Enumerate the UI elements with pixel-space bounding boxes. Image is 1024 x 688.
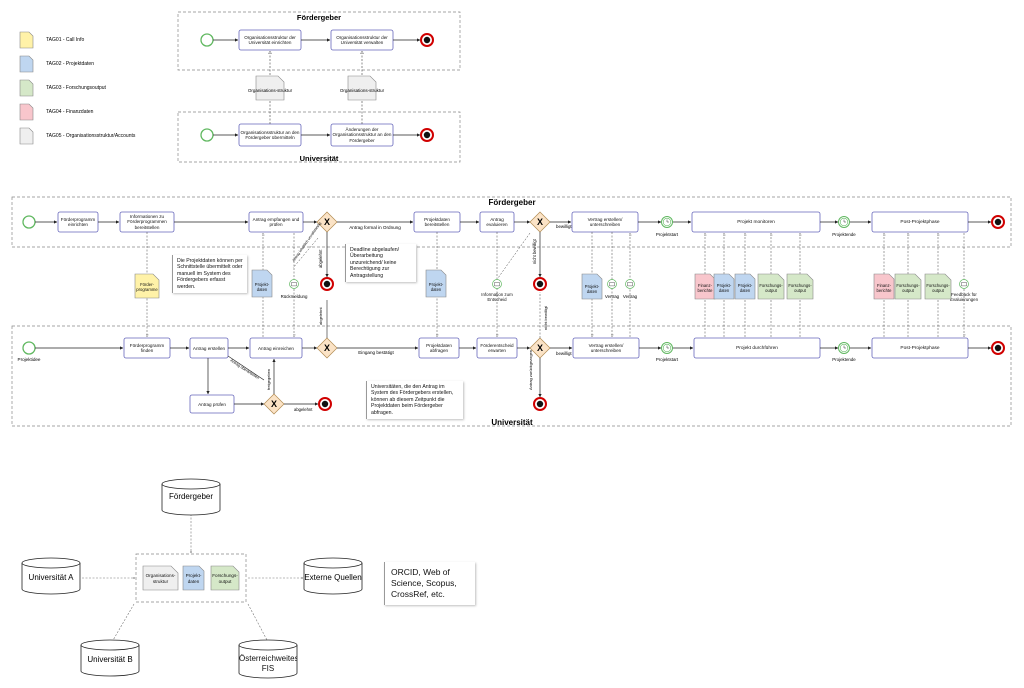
svg-text:Vertrag: Vertrag [605,294,620,299]
svg-text:Vertrag: Vertrag [623,294,638,299]
task-label: Organisationsstruktur an den Fördergeber… [240,129,300,140]
pool-title-foerdergeber: Fördergeber [297,13,341,22]
svg-text:abgelehnt: abgelehnt [318,307,323,325]
svg-text:TAG02 - Projektdaten: TAG02 - Projektdaten [46,61,94,67]
doc-projektdaten [713,273,735,300]
svg-text:nicht bewilligt: nicht bewilligt [543,305,548,330]
svg-text:TAG03 - Forschungsoutput: TAG03 - Forschungsoutput [46,85,107,91]
note-deadline: Deadline abgelaufen/ Überarbeitung unzur… [345,244,416,283]
svg-text:Antrag zurückgezogen: Antrag zurückgezogen [528,350,533,390]
doc-projektdaten [581,273,603,300]
doc-forschungsoutput [924,273,952,300]
doc-finanzberichte [873,273,895,300]
svg-text:Universität A: Universität A [29,573,75,582]
pool-title: Universität [491,418,533,427]
svg-text:nicht bewilligt: nicht bewilligt [532,238,537,264]
svg-text:Projektstart: Projektstart [656,357,679,362]
doc-forschungsoutput [786,273,814,300]
envelope-icon [959,279,969,289]
svg-text:X: X [324,343,330,353]
legend-item: TAG03 - Forschungsoutput [19,79,107,97]
svg-text:Projektende: Projektende [832,232,856,237]
svg-text:Externe Quellen: Externe Quellen [304,573,361,582]
doc-forschungsoutput [894,273,922,300]
data-documents: Förder-programme Projekt-daten Projekt-d… [134,269,952,300]
gateway [263,393,285,415]
envelope-icon [289,279,299,289]
svg-text:TAG01 - Call Info: TAG01 - Call Info [46,37,84,43]
svg-text:X: X [324,217,330,227]
fis-core [135,553,247,603]
doc-projektdaten [734,273,756,300]
pool-title-universitaet: Universität [300,154,339,163]
svg-text:Eingang bestätigt: Eingang bestätigt [358,350,394,355]
svg-text:abgelehnt: abgelehnt [318,249,323,268]
db-foerdergeber: Fördergeber [161,478,221,516]
svg-text:Projektstart: Projektstart [656,232,679,237]
architecture: Fördergeber Universität A Externe Quelle… [21,478,363,679]
doc-forschungsoutput [210,565,240,591]
task-label: Änderungen der Organisationsstruktur an … [332,126,392,143]
doc-organisationsstruktur [142,565,179,591]
doc-organisationsstruktur [347,75,377,101]
svg-text:Projektidee: Projektidee [18,357,41,362]
svg-text:Fördergeber: Fördergeber [169,492,213,501]
svg-text:Antrag formal in Ordnung: Antrag formal in Ordnung [349,225,401,230]
svg-text:Universität B: Universität B [87,655,132,664]
envelope-icon [607,279,617,289]
pool-foerdergeber-main [11,196,1012,248]
legend-item: TAG04 - Finanzdaten [19,103,94,121]
start-event [22,215,36,229]
svg-text:TAG05 - Organisationsstruktur/: TAG05 - Organisationsstruktur/Accounts [46,133,136,139]
legend-item: TAG01 - Call Info [19,31,84,49]
db-externe-quellen: Externe Quellen [303,557,363,595]
pool-universitaet-main [11,325,1012,427]
db-universitaet-a: Universität A [21,557,81,595]
doc-projektdaten [425,269,447,298]
doc-projektdaten [182,565,205,591]
legend-item: TAG02 - Projektdaten [19,55,94,73]
svg-text:X: X [537,343,543,353]
pool-foerdergeber [177,11,461,71]
doc-projektdaten [251,269,273,298]
doc-organisationsstruktur [255,75,285,101]
start-event [200,128,214,142]
svg-text:TAG04 - Finanzdaten: TAG04 - Finanzdaten [46,109,94,115]
gateway [316,337,338,359]
doc-forschungsoutput [757,273,785,300]
message-events: Rückmeldung Information zum Entscheid Ve… [281,279,978,302]
doc-foerderprogramme [134,273,160,299]
pool-universitaet [177,111,461,163]
note-schnittstelle: Die Projektdaten können per Schnittstell… [172,255,247,294]
task-label: Organisationsstruktur der Universität ve… [336,34,388,45]
main-pool: Fördergeber Universität Förderprogramm e… [11,196,1012,427]
org-pool: Fördergeber Universität Organisationsstr… [177,11,461,163]
note-universitaeten: Universitäten, die den Antrag im System … [366,381,463,420]
pool-title: Fördergeber [488,198,535,207]
task-label: Organisationsstruktur der Universität ei… [244,34,296,45]
svg-text:abgelehnt: abgelehnt [294,407,313,412]
start-event [200,33,214,47]
svg-text:Projektende: Projektende [832,357,856,362]
svg-text:Organisations-struktur: Organisations-struktur [248,88,293,93]
svg-text:Antrag überarbeiten: Antrag überarbeiten [229,358,259,380]
start-event [22,341,36,355]
db-oesterreichweites-fis: Österreichweites FIS [238,639,298,679]
legend-item: TAG05 - Organisationsstruktur/Accounts [19,127,136,145]
svg-text:X: X [537,217,543,227]
legend: TAG01 - Call Info TAG02 - Projektdaten T… [19,31,136,145]
note-externe-quellen: ORCID, Web of Science, Scopus, CrossRef,… [384,562,475,605]
envelope-icon [492,279,502,289]
svg-text:X: X [271,399,277,409]
envelope-icon [625,279,635,289]
svg-text:bewilligt: bewilligt [556,351,572,356]
svg-text:freigegeben: freigegeben [266,369,271,390]
svg-text:Organisations-struktur: Organisations-struktur [340,88,385,93]
db-universitaet-b: Universität B [80,639,140,677]
svg-text:Rückmeldung: Rückmeldung [281,294,308,299]
svg-text:bewilligt: bewilligt [556,224,572,229]
